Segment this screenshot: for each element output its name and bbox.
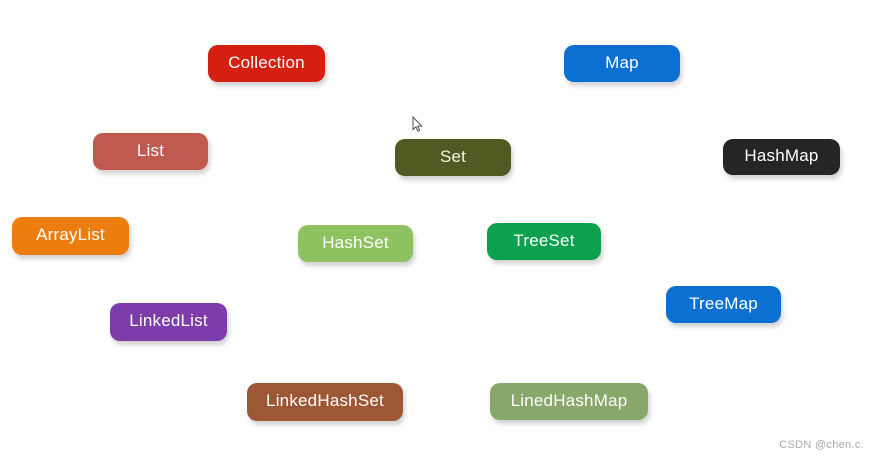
class-node-hashset[interactable]: HashSet (298, 225, 413, 262)
class-node-linkedhashset[interactable]: LinkedHashSet (247, 383, 403, 421)
class-node-linedhashmap[interactable]: LinedHashMap (490, 383, 648, 420)
class-node-label: TreeSet (513, 230, 575, 250)
class-node-linkedlist[interactable]: LinkedList (110, 303, 227, 341)
class-node-treeset[interactable]: TreeSet (487, 223, 601, 260)
class-node-label: Map (605, 52, 639, 72)
class-node-label: LinkedHashSet (266, 391, 384, 410)
class-node-label: HashSet (322, 232, 389, 252)
class-node-arraylist[interactable]: ArrayList (12, 217, 129, 255)
class-node-label: LinkedList (129, 311, 208, 330)
mouse-cursor-icon (412, 116, 423, 132)
class-node-hashmap[interactable]: HashMap (723, 139, 840, 175)
class-node-treemap[interactable]: TreeMap (666, 286, 781, 323)
class-node-label: Set (439, 146, 467, 166)
csdn-watermark: CSDN @chen.c. (779, 439, 864, 451)
class-node-label: TreeMap (689, 293, 758, 313)
class-node-map[interactable]: Map (564, 45, 680, 82)
class-node-collection[interactable]: Collection (208, 45, 325, 82)
class-node-list[interactable]: List (93, 133, 208, 170)
class-node-set[interactable]: Set (395, 139, 511, 176)
class-node-label: Collection (228, 52, 305, 72)
class-node-label: List (136, 140, 165, 160)
class-node-label: ArrayList (36, 225, 105, 244)
class-node-label: LinedHashMap (510, 390, 628, 410)
class-node-label: HashMap (744, 146, 819, 165)
